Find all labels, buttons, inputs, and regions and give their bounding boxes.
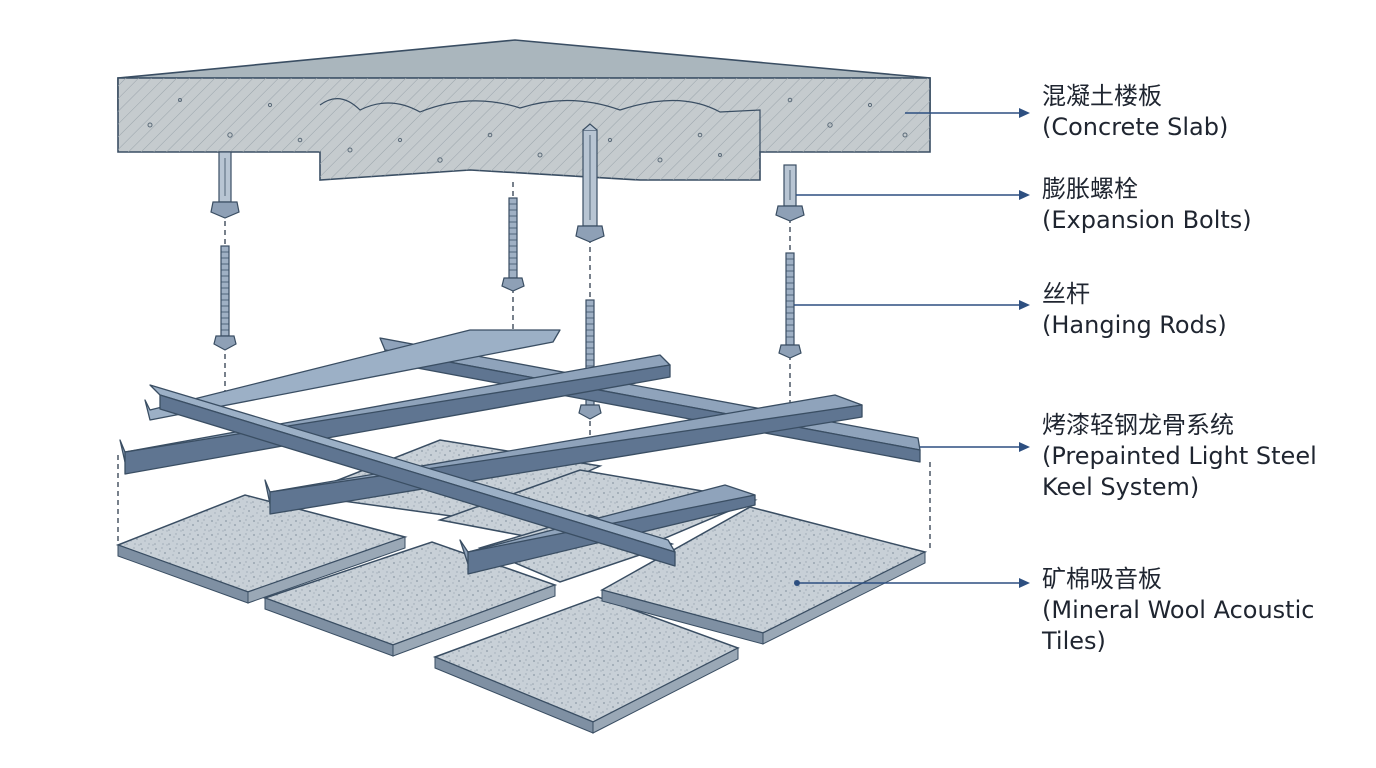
label-keel-system-en-line2: Keel System) (1042, 473, 1200, 501)
label-hanging-rods-en: (Hanging Rods) (1042, 311, 1227, 339)
label-expansion-bolts-zh: 膨胀螺栓 (1042, 175, 1138, 203)
label-acoustic-tiles-en-line1: (Mineral Wool Acoustic (1042, 596, 1315, 624)
label-acoustic-tiles-en-line2: Tiles) (1042, 627, 1106, 655)
alignment-guides (117, 182, 931, 552)
hanging-rod (778, 252, 802, 359)
callout-labels: 混凝土楼板 (Concrete Slab) 膨胀螺栓 (Expansion Bo… (1042, 0, 1372, 768)
expansion-bolt (210, 151, 240, 219)
steel-keel-grid (119, 329, 921, 575)
leader-bolts (796, 190, 1030, 200)
leader-lines (794, 108, 1030, 588)
hanging-rod (501, 197, 525, 292)
label-keel-system: 烤漆轻钢龙骨系统 (Prepainted Light Steel Keel Sy… (1042, 410, 1317, 503)
label-concrete-slab-zh: 混凝土楼板 (1042, 82, 1162, 110)
label-concrete-slab-en: (Concrete Slab) (1042, 113, 1229, 141)
concrete-slab (117, 39, 931, 181)
expansion-bolt (575, 123, 605, 243)
tile-front-bottom (432, 596, 740, 734)
hanging-rods (213, 197, 802, 420)
leader-keel (920, 442, 1030, 452)
label-keel-system-zh: 烤漆轻钢龙骨系统 (1042, 411, 1234, 439)
hanging-rod (213, 245, 237, 351)
expansion-bolts (210, 123, 805, 243)
label-expansion-bolts-en: (Expansion Bolts) (1042, 206, 1252, 234)
label-hanging-rods-zh: 丝杆 (1042, 280, 1090, 308)
label-hanging-rods: 丝杆 (Hanging Rods) (1042, 279, 1227, 341)
label-expansion-bolts: 膨胀螺栓 (Expansion Bolts) (1042, 174, 1252, 236)
leader-slab (905, 108, 1030, 118)
label-concrete-slab: 混凝土楼板 (Concrete Slab) (1042, 81, 1228, 143)
tile-front-left (115, 494, 408, 604)
label-acoustic-tiles: 矿棉吸音板 (Mineral Wool Acoustic Tiles) (1042, 564, 1314, 657)
label-keel-system-en-line1: (Prepainted Light Steel (1042, 442, 1317, 470)
acoustic-tiles (115, 439, 928, 734)
label-acoustic-tiles-zh: 矿棉吸音板 (1042, 565, 1162, 593)
expansion-bolt (775, 164, 805, 222)
leader-rods (794, 300, 1030, 310)
tile-right (600, 506, 928, 645)
keel-main-runner (149, 384, 676, 567)
leader-tiles (794, 578, 1030, 588)
hanging-rod (578, 299, 602, 420)
